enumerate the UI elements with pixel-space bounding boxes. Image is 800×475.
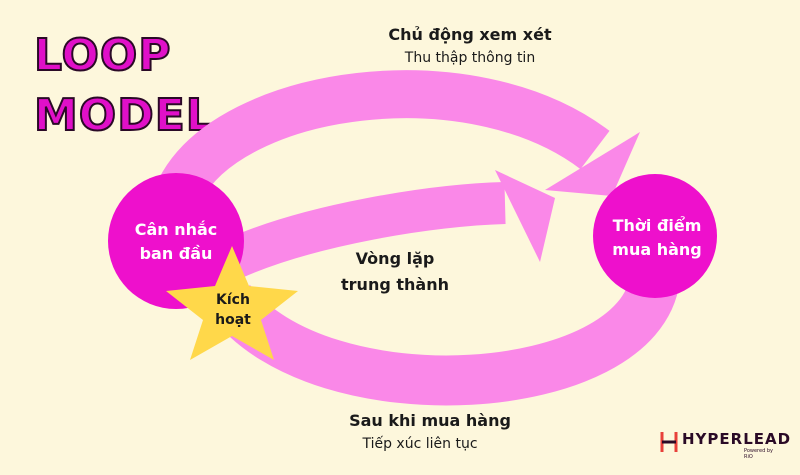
- loyalty-loop-line2: trung thành: [341, 275, 449, 294]
- end-circle-label: Thời điểm mua hàng: [592, 214, 722, 262]
- loyalty-loop-arrow: [226, 170, 555, 278]
- loyalty-loop-line1: Vòng lặp: [355, 249, 435, 268]
- trigger-line2: hoạt: [215, 312, 251, 328]
- start-circle-line2: ban đầu: [139, 244, 213, 263]
- logo-wordmark: HYPERLEAD: [682, 430, 792, 448]
- trigger-line1: Kích: [216, 292, 250, 308]
- bottom-stage-subtitle: Tiếp xúc liên tục: [362, 436, 478, 452]
- trigger-star-icon: [166, 246, 298, 360]
- top-stage-title: Chủ động xem xét: [388, 25, 552, 44]
- end-circle: [593, 174, 717, 298]
- start-circle: [108, 173, 244, 309]
- top-stage-subtitle: Thu thập thông tin: [404, 50, 536, 66]
- top-arrow: [158, 70, 640, 203]
- bottom-arrow: [210, 272, 680, 406]
- end-circle-line1: Thời điểm: [612, 216, 702, 235]
- hyperlead-logo-icon: [660, 432, 678, 452]
- bottom-stage-title: Sau khi mua hàng: [349, 411, 511, 430]
- hyperlead-logo: HYPERLEAD Powered by RiO: [660, 428, 790, 460]
- start-circle-line1: Cân nhắc: [134, 220, 218, 239]
- loyalty-loop-label: Vòng lặp trung thành: [300, 246, 490, 298]
- start-circle-label: Cân nhắc ban đầu: [112, 218, 240, 266]
- trigger-star-label: Kích hoạt: [192, 290, 274, 330]
- logo-tagline: Powered by RiO: [744, 448, 773, 460]
- title-loop: LOOP: [33, 30, 172, 81]
- end-circle-line2: mua hàng: [612, 240, 702, 259]
- title-model: MODEL: [33, 90, 215, 141]
